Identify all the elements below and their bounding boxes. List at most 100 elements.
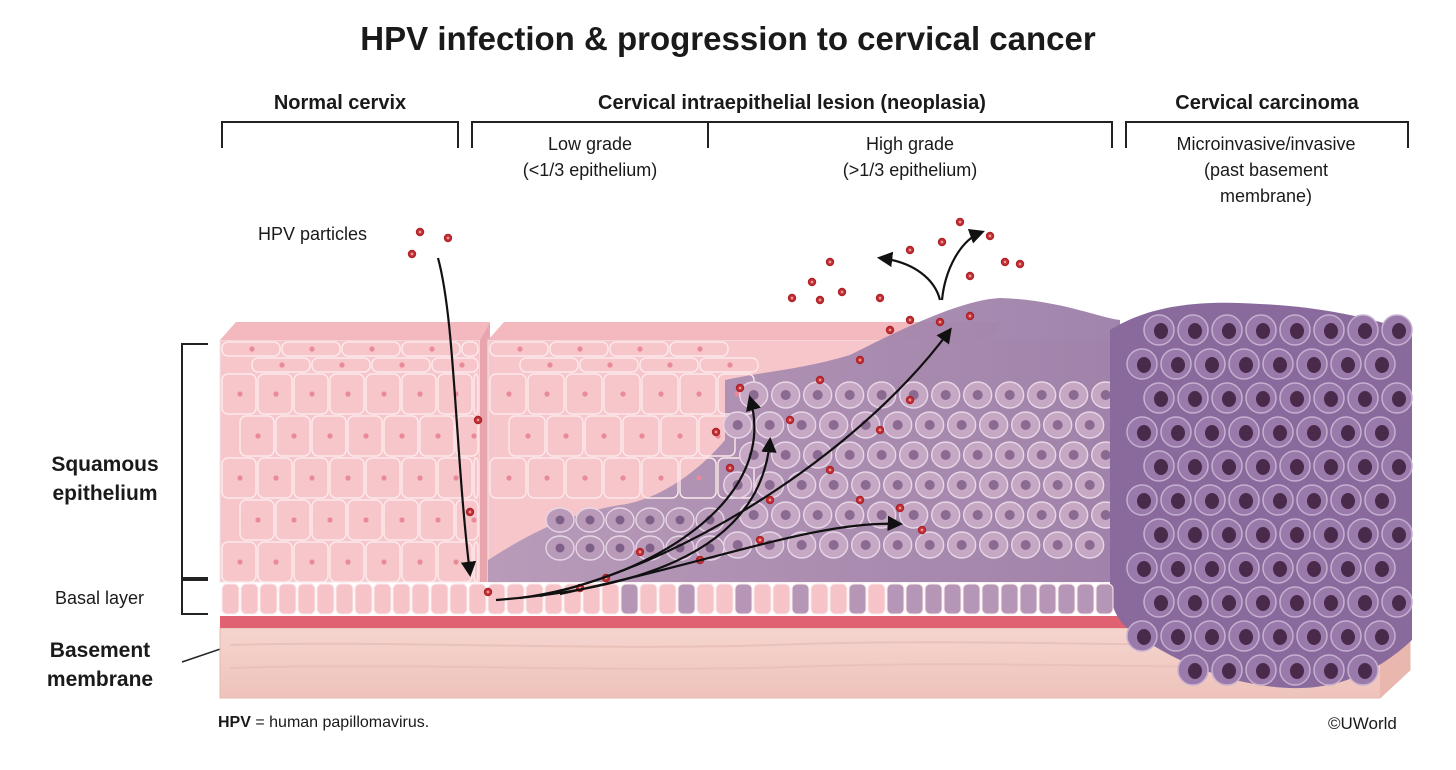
cin-epithelium-block — [487, 298, 1121, 583]
arrow-release-2 — [940, 228, 985, 301]
squamous-line1: Squamous — [51, 453, 159, 476]
basal-cell — [1000, 583, 1019, 615]
normal-cell — [239, 499, 275, 541]
carcinoma-nucleus — [1290, 663, 1304, 679]
carcinoma-nucleus — [1188, 527, 1202, 543]
low-grade-cell — [527, 457, 565, 499]
carcinoma-nucleus — [1358, 459, 1372, 475]
normal-cell — [275, 415, 311, 457]
basal-cell — [449, 583, 468, 615]
virus-particle — [905, 245, 915, 255]
carcinoma-nucleus — [1358, 527, 1372, 543]
low-grade-cell — [603, 373, 641, 415]
virus-particle — [965, 271, 975, 281]
carcinoma-nucleus — [1154, 595, 1168, 611]
carcinoma-nucleus — [1324, 323, 1338, 339]
low-grade-cell — [641, 457, 679, 499]
virus-particle — [443, 233, 453, 243]
basal-cell — [1019, 583, 1038, 615]
copyright: ©UWorld — [1328, 714, 1397, 733]
virus-particle — [1015, 259, 1025, 269]
carcinoma-nucleus — [1290, 595, 1304, 611]
basal-cell — [981, 583, 1000, 615]
low-grade-cell — [584, 415, 622, 457]
carcinoma-nucleus — [1171, 629, 1185, 645]
basal-cell — [297, 583, 316, 615]
high-grade-line2: (>1/3 epithelium) — [842, 160, 978, 180]
carcinoma-nucleus — [1222, 391, 1236, 407]
virus-particle — [825, 257, 835, 267]
carcinoma-nucleus — [1307, 561, 1321, 577]
carcinoma-nucleus — [1273, 561, 1287, 577]
carcinoma-nucleus — [1307, 425, 1321, 441]
carcinoma-nucleus — [1375, 561, 1389, 577]
bracket-cin — [471, 121, 1113, 148]
normal-cell — [383, 499, 419, 541]
carcinoma-nucleus — [1239, 629, 1253, 645]
label-squamous-epithelium: Squamous epithelium — [30, 450, 180, 508]
carcinoma-nucleus — [1392, 323, 1406, 339]
basal-cell — [1076, 583, 1095, 615]
normal-cell — [365, 373, 401, 415]
low-grade-cell — [679, 373, 717, 415]
carcinoma-nucleus — [1256, 323, 1270, 339]
carcinoma-nucleus — [1154, 527, 1168, 543]
virus-particle — [711, 427, 721, 437]
virus-particle — [735, 383, 745, 393]
footnote-abbr: HPV — [218, 714, 251, 731]
carcinoma-nucleus — [1307, 493, 1321, 509]
normal-cell — [311, 499, 347, 541]
basal-cell — [335, 583, 354, 615]
virus-particle — [407, 249, 417, 259]
normal-cell — [401, 541, 437, 583]
carcinoma-nucleus — [1205, 561, 1219, 577]
figure-title: HPV infection & progression to cervical … — [360, 20, 1096, 57]
carcinoma-nucleus — [1205, 629, 1219, 645]
normal-cell — [221, 457, 257, 499]
carcinoma-nucleus — [1341, 493, 1355, 509]
virus-particle — [1000, 257, 1010, 267]
label-hpv-particles: HPV particles — [258, 224, 368, 244]
low-grade-cell — [622, 415, 660, 457]
carcinoma-nucleus — [1137, 425, 1151, 441]
carcinoma-nucleus — [1358, 323, 1372, 339]
carcinoma-nucleus — [1392, 527, 1406, 543]
normal-cell — [437, 373, 473, 415]
normal-cell — [293, 457, 329, 499]
virus-particle — [855, 495, 865, 505]
basal-cell — [525, 583, 544, 615]
normal-epithelium-block — [219, 322, 495, 583]
virus-particle — [785, 415, 795, 425]
carcinoma-nucleus — [1188, 391, 1202, 407]
low-grade-cell — [699, 357, 759, 373]
normal-cell — [329, 541, 365, 583]
subheader-high-grade: High grade (>1/3 epithelium) — [760, 131, 1060, 183]
carcinoma-nucleus — [1154, 323, 1168, 339]
basal-cell — [1038, 583, 1057, 615]
carcinoma-nucleus — [1239, 425, 1253, 441]
virus-particle — [875, 425, 885, 435]
carcinoma-nucleus — [1341, 425, 1355, 441]
normal-cell — [365, 457, 401, 499]
normal-cell — [455, 415, 479, 457]
virus-particle — [787, 293, 797, 303]
normal-cell — [473, 457, 479, 499]
bracket-squamous — [181, 343, 208, 579]
invasive-line1: Microinvasive/invasive — [1176, 134, 1356, 154]
carcinoma-nucleus — [1239, 561, 1253, 577]
carcinoma-nucleus — [1222, 459, 1236, 475]
carcinoma-nucleus — [1205, 357, 1219, 373]
basal-cell — [715, 583, 734, 615]
low-grade-cell — [527, 373, 565, 415]
carcinoma-nucleus — [1154, 459, 1168, 475]
basal-cell — [373, 583, 392, 615]
normal-cell — [293, 373, 329, 415]
arrow-high-1 — [539, 327, 952, 598]
carcinoma-nucleus — [1324, 663, 1338, 679]
carcinoma-nucleus — [1222, 527, 1236, 543]
low-grade-cell — [508, 415, 546, 457]
normal-cell — [329, 373, 365, 415]
carcinoma-nucleus — [1256, 663, 1270, 679]
carcinoma-nucleus — [1137, 357, 1151, 373]
normal-cell — [401, 341, 461, 357]
